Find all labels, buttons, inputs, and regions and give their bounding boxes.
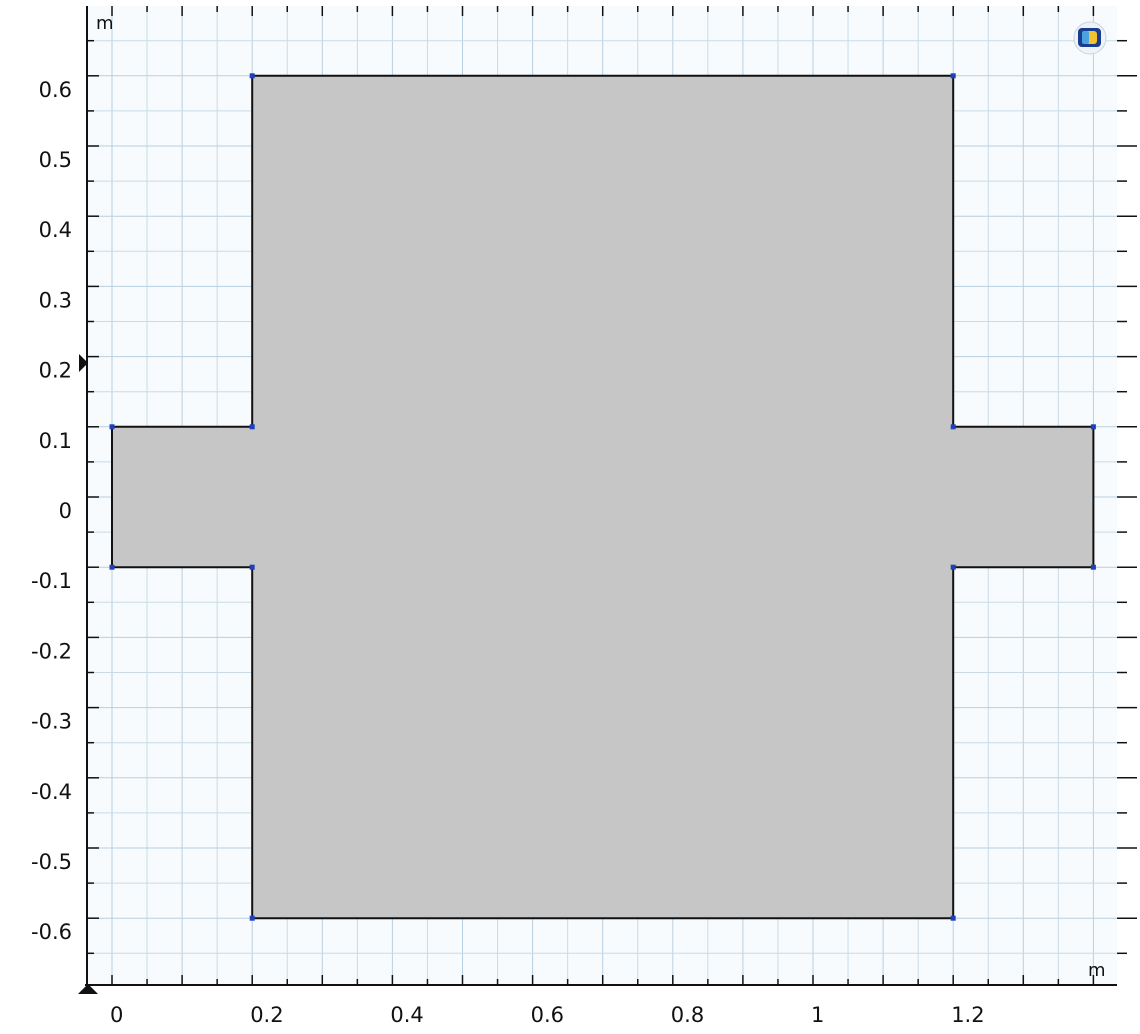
- x-axis-unit: m: [1088, 960, 1106, 981]
- y-tick-label: 0: [59, 499, 72, 523]
- geometry-vertex: [249, 73, 255, 79]
- y-tick-labels: 0.6 0.5 0.4 0.3 0.2 0.1 0 -0.1 -0.2 -0.3 -0.4 -0.5 -…: [31, 78, 72, 944]
- y-tick-label: 0.3: [39, 288, 72, 312]
- geometry-vertex: [950, 73, 956, 79]
- comsol-logo-icon: [1073, 21, 1107, 55]
- geometry-vertex: [249, 915, 255, 921]
- geometry-vertex: [950, 564, 956, 570]
- geometry-vertex: [109, 564, 115, 570]
- geometry-vertex: [1090, 424, 1096, 430]
- y-tick-label: 0.2: [39, 359, 72, 383]
- origin-arrow-icon: [78, 984, 98, 994]
- y-tick-label: 0.4: [39, 218, 72, 242]
- x-tick-label: 1.2: [951, 1003, 984, 1027]
- y-axis-arrow-icon: [79, 354, 88, 372]
- y-tick-label: -0.2: [31, 639, 72, 663]
- x-tick-label: 0.6: [531, 1003, 564, 1027]
- geometry-domain[interactable]: [111, 74, 1095, 920]
- y-tick-label: 0.5: [39, 148, 72, 172]
- x-tick-labels: 0 0.2 0.4 0.6 0.8 1 1.2: [110, 1003, 985, 1027]
- geometry-vertices: [109, 73, 1096, 921]
- geometry-vertex: [950, 915, 956, 921]
- geometry-vertex: [249, 424, 255, 430]
- geometry-vertex: [249, 564, 255, 570]
- tick-marks: [87, 6, 1137, 985]
- geometry-vertex: [950, 424, 956, 430]
- x-tick-label: 0.2: [250, 1003, 283, 1027]
- y-tick-label: -0.1: [31, 569, 72, 593]
- y-axis-unit: m: [96, 13, 114, 34]
- geometry-vertex: [1090, 564, 1096, 570]
- x-tick-label: 1: [811, 1003, 824, 1027]
- x-tick-label: 0.4: [390, 1003, 423, 1027]
- y-tick-label: 0.1: [39, 429, 72, 453]
- y-tick-label: 0.6: [39, 78, 72, 102]
- y-tick-label: -0.5: [31, 850, 72, 874]
- x-tick-label: 0.8: [671, 1003, 704, 1027]
- y-tick-label: -0.4: [31, 780, 72, 804]
- y-tick-label: -0.3: [31, 710, 72, 734]
- geometry-vertex: [109, 424, 115, 430]
- y-tick-label: -0.6: [31, 920, 72, 944]
- x-tick-label: 0: [110, 1003, 123, 1027]
